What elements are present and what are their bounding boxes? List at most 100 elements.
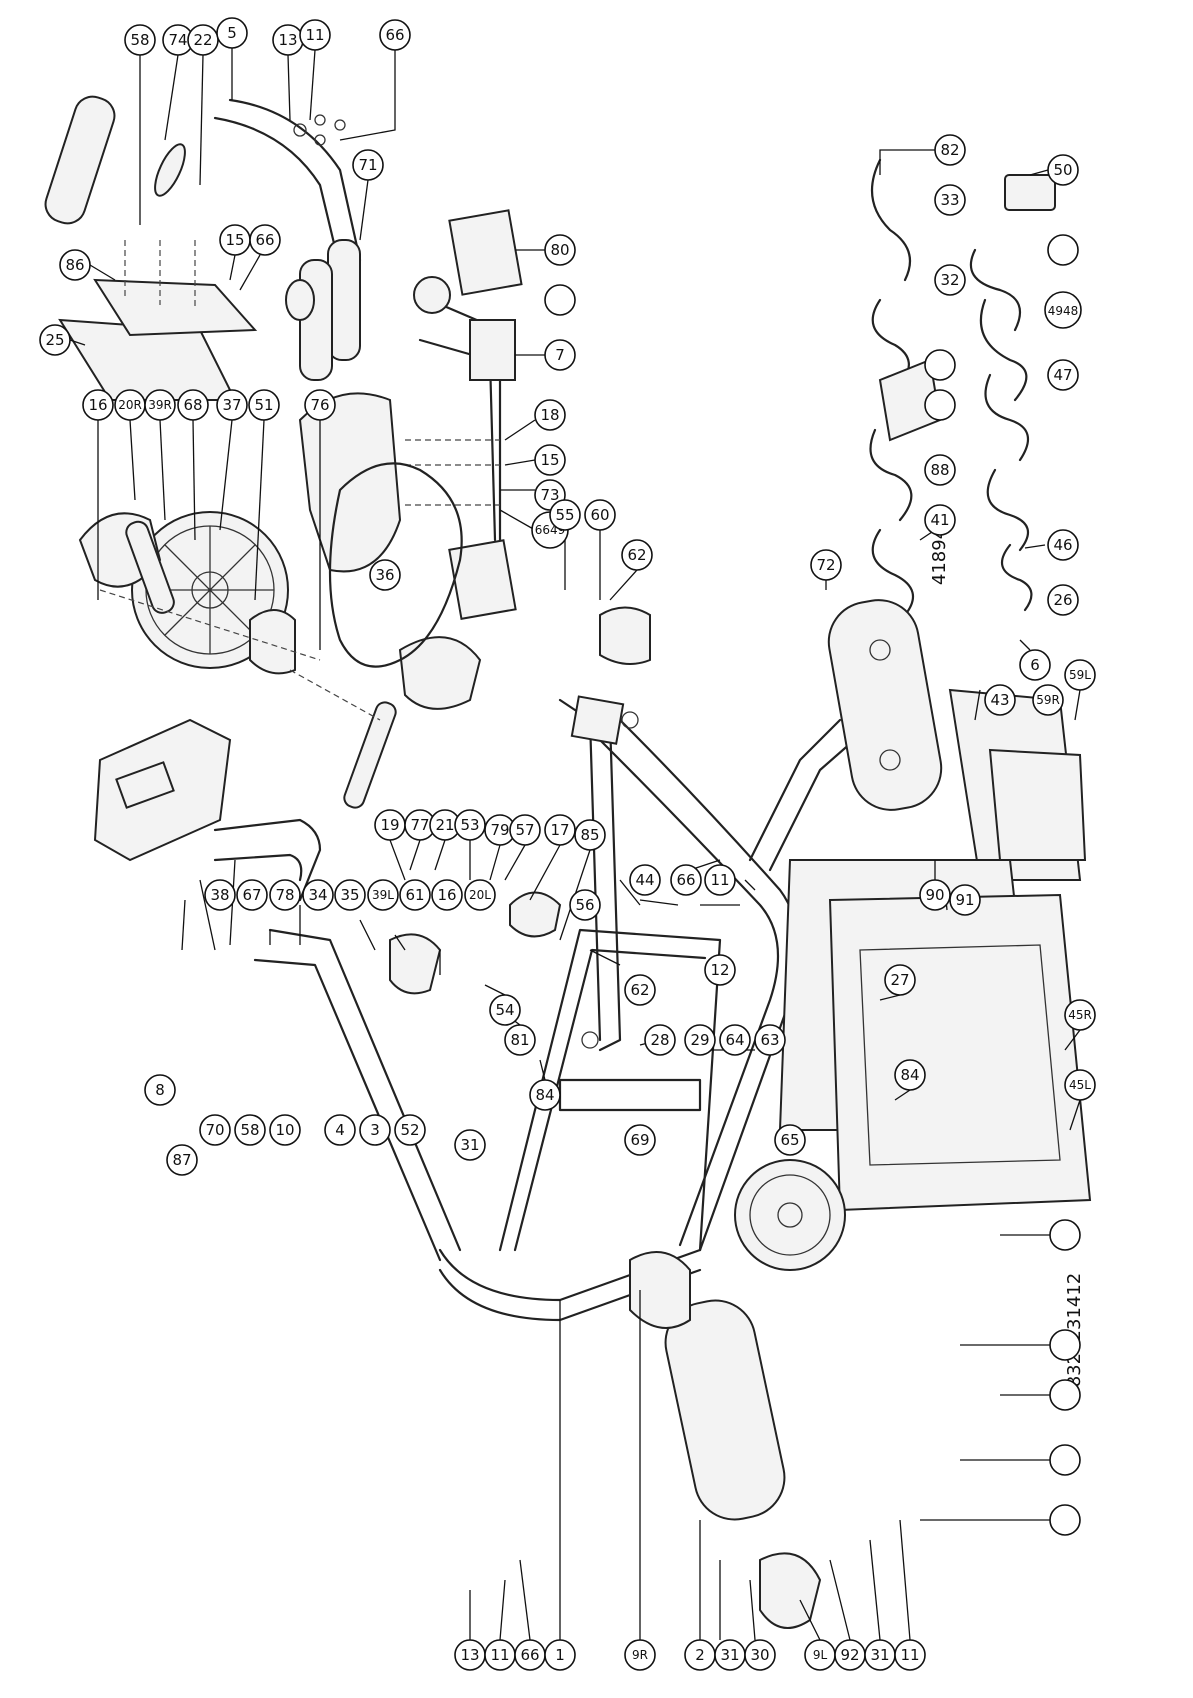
callout-45L: 45L [1069, 1078, 1091, 1092]
callout-36: 36 [375, 566, 394, 584]
callout-15: 15 [540, 451, 559, 469]
callout-20L: 20L [469, 888, 491, 902]
callout-6: 6 [1030, 656, 1040, 674]
callout-56: 56 [575, 896, 594, 914]
callout-18: 18 [540, 406, 559, 424]
callout-37: 37 [222, 396, 241, 414]
callout-78: 78 [275, 886, 294, 904]
callout-65: 65 [780, 1131, 799, 1149]
callout-33: 33 [940, 191, 959, 209]
callout-44: 44 [635, 871, 654, 889]
callout-55: 55 [555, 506, 574, 524]
callout-59R: 59R [1036, 693, 1060, 707]
callout-31: 31 [870, 1646, 889, 1664]
callout-82: 82 [940, 141, 959, 159]
callout-47: 47 [1053, 366, 1072, 384]
callout-88: 88 [930, 461, 949, 479]
callout-87: 87 [172, 1151, 191, 1169]
callout-20R: 20R [118, 398, 142, 412]
callout-7: 7 [555, 346, 565, 364]
callout-19: 19 [380, 816, 399, 834]
callout-13: 13 [460, 1646, 479, 1664]
callout-17: 17 [550, 821, 569, 839]
callout-21: 21 [435, 816, 454, 834]
callout-16: 16 [88, 396, 107, 414]
callout-91: 91 [955, 891, 974, 909]
callout-67: 67 [242, 886, 261, 904]
front-wheel [734, 1159, 846, 1271]
callout-2: 2 [695, 1646, 705, 1664]
callout-84: 84 [535, 1086, 554, 1104]
callout-22: 22 [193, 31, 212, 49]
callout-39R: 39R [148, 398, 172, 412]
callout-79: 79 [490, 821, 509, 839]
callout-11: 11 [900, 1646, 919, 1664]
callout-16: 16 [437, 886, 456, 904]
callout-8: 8 [155, 1081, 165, 1099]
main-frame [438, 606, 862, 1322]
callout-54: 54 [495, 1001, 514, 1019]
callout-59L: 59L [1069, 668, 1091, 682]
callout-63: 63 [760, 1031, 779, 1049]
callout-68: 68 [183, 396, 202, 414]
callout-80: 80 [550, 241, 569, 259]
callout-13: 13 [278, 31, 297, 49]
callout-53: 53 [460, 816, 479, 834]
callout-81: 81 [510, 1031, 529, 1049]
callout-46: 46 [1053, 536, 1072, 554]
callout-84: 84 [900, 1066, 919, 1084]
callout-11: 11 [710, 871, 729, 889]
callout-58: 58 [240, 1121, 259, 1139]
front-stabilizer [629, 1251, 822, 1629]
callout-66: 66 [520, 1646, 539, 1664]
callout-66: 66 [255, 231, 274, 249]
callout-35: 35 [340, 886, 359, 904]
callout-43: 43 [990, 691, 1009, 709]
callout-31: 31 [720, 1646, 739, 1664]
callout-70: 70 [205, 1121, 224, 1139]
callout-4: 4 [335, 1121, 345, 1139]
callout-52: 52 [400, 1121, 419, 1139]
callout-26: 26 [1053, 591, 1072, 609]
callout-11: 11 [490, 1646, 509, 1664]
callout-60: 60 [590, 506, 609, 524]
leader-lines [69, 48, 1081, 1641]
callout-10: 10 [275, 1121, 294, 1139]
callout-73: 73 [540, 486, 559, 504]
callout-27: 27 [890, 971, 909, 989]
callout-1: 1 [555, 1646, 565, 1664]
callout-62: 62 [630, 981, 649, 999]
callout-62: 62 [627, 546, 646, 564]
callout-12: 12 [710, 961, 729, 979]
callout-38: 38 [210, 886, 229, 904]
callout-28: 28 [650, 1031, 669, 1049]
callout-64: 64 [725, 1031, 744, 1049]
callout-86: 86 [65, 256, 84, 274]
callout-9L: 9L [813, 1648, 828, 1662]
callouts: 58 74 22 5 13 11 66 82 50 86 25 15 66 71… [39, 17, 1096, 1671]
callout-66: 66 [676, 871, 695, 889]
callout-50: 50 [1053, 161, 1072, 179]
handlebar-assembly [44, 95, 362, 381]
callout-92: 92 [840, 1646, 859, 1664]
callout-74: 74 [168, 31, 187, 49]
callout-51: 51 [254, 396, 273, 414]
callout-41: 41 [930, 511, 949, 529]
callout-29: 29 [690, 1031, 709, 1049]
wiring-harness-group [869, 158, 1056, 617]
callout-45R: 45R [1068, 1008, 1092, 1022]
callout-15: 15 [225, 231, 244, 249]
callout-5: 5 [227, 24, 237, 42]
callout-34: 34 [308, 886, 327, 904]
callout-90: 90 [925, 886, 944, 904]
seat-back-assembly [58, 240, 258, 401]
callout-3: 3 [370, 1121, 380, 1139]
callout-58: 58 [130, 31, 149, 49]
callout-4948: 4948 [1048, 304, 1079, 318]
rear-stabilizer [827, 599, 943, 811]
callout-85: 85 [580, 826, 599, 844]
callout-32: 32 [940, 271, 959, 289]
callout-76: 76 [310, 396, 329, 414]
callout-71: 71 [358, 156, 377, 174]
